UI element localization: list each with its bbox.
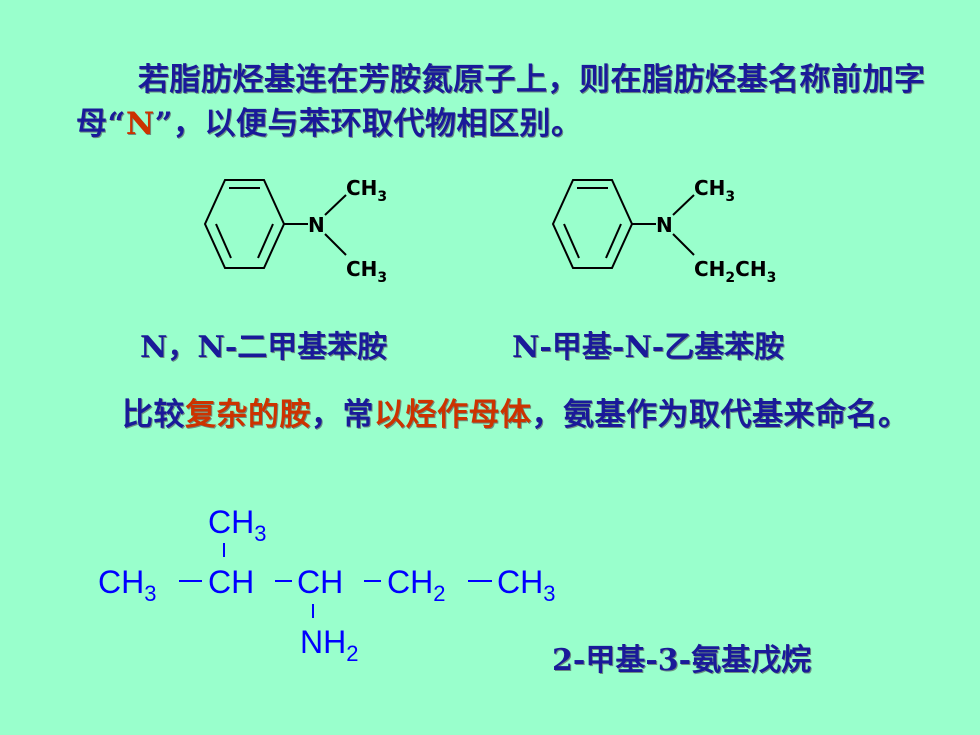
formula-c3: CH	[297, 564, 343, 600]
para2-text-2: ，常	[311, 397, 374, 433]
dimethylaniline-structure: N CH3 CH3	[203, 176, 387, 286]
condensed-formula: CH3 CH3 CH CH CH2 CH3 NH2	[98, 504, 555, 666]
para2-text-3: ，氨基作为取代基来命名。	[531, 397, 910, 433]
formula-top-methyl: CH3	[208, 504, 266, 546]
highlight-complex-amine: 复杂的胺	[185, 397, 311, 433]
caption-methylaminopentane: 2-甲基-3-氨基戊烷	[552, 643, 812, 678]
ethyl-bottom: CH2CH3	[694, 257, 776, 286]
letter-n-highlight: N	[125, 106, 155, 142]
methyl-top: CH3	[346, 176, 387, 205]
highlight-hydrocarbon-parent: 以烃作母体	[374, 397, 532, 433]
formula-c4: CH2	[387, 564, 445, 606]
caption-methylethylaniline: N-甲基-N-乙基苯胺	[512, 330, 785, 365]
intro-text-end: ”，以便与苯环取代物相区别。	[154, 106, 583, 142]
intro-paragraph: 若脂肪烃基连在芳胺氮原子上，则在脂肪烃基名称前加字母“N”，以便与苯环取代物相区…	[76, 58, 946, 146]
methylethylaniline-structure: N CH3 CH2CH3	[551, 176, 776, 286]
caption-dimethylaniline: N，N-二甲基苯胺	[140, 330, 388, 365]
formula-c1: CH3	[98, 564, 156, 606]
intro-text-start: 若脂肪烃基连在芳胺氮原子上，则在脂肪烃基名称前加字母“	[76, 62, 926, 142]
formula-amino: NH2	[300, 624, 358, 666]
methyl-bottom: CH3	[346, 257, 387, 286]
complex-amine-paragraph: 比较复杂的胺，常以烃作母体，氨基作为取代基来命名。	[64, 393, 944, 437]
benzene-ring	[551, 179, 695, 269]
para2-text-1: 比较	[122, 397, 185, 433]
nitrogen-label: N	[308, 213, 325, 237]
nitrogen-label: N	[656, 213, 673, 237]
formula-c5: CH3	[497, 564, 555, 606]
methyl-top: CH3	[694, 176, 735, 205]
benzene-ring	[203, 179, 347, 269]
formula-c2: CH	[208, 564, 254, 600]
